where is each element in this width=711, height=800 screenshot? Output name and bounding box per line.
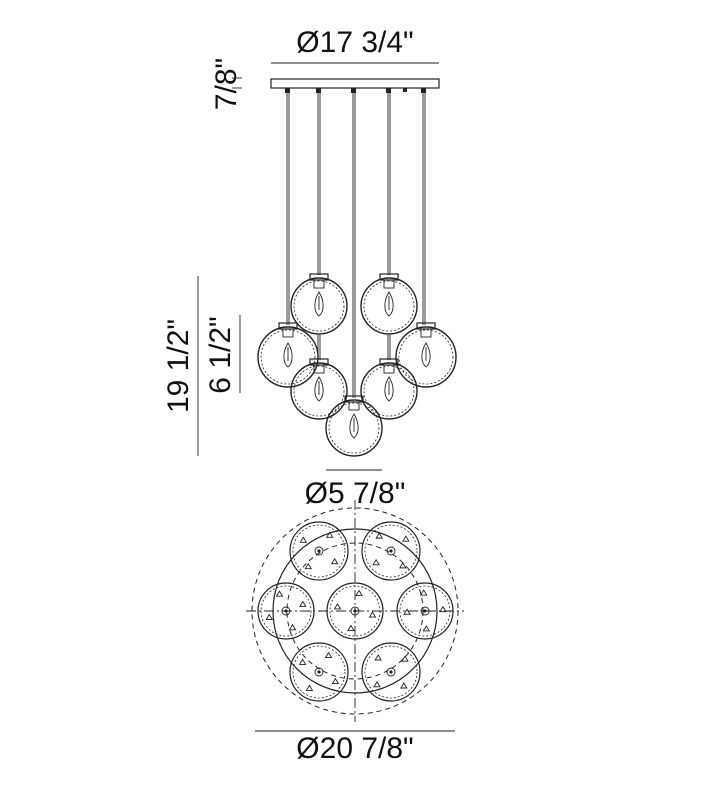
globe-plan-4 bbox=[396, 582, 454, 640]
globe-elevation-1 bbox=[290, 273, 348, 335]
globe-elevation-6 bbox=[360, 358, 418, 420]
globe-plan-5 bbox=[326, 582, 384, 640]
pendant-cords bbox=[286, 92, 426, 398]
plan-view bbox=[246, 500, 464, 722]
canopy-diameter-label: Ø17 3/4" bbox=[296, 26, 413, 59]
overall-diameter-label: Ø20 7/8" bbox=[296, 732, 413, 765]
canopy-height-label: 7/8" bbox=[210, 58, 243, 110]
plan-globes bbox=[257, 521, 454, 702]
canopy-plate bbox=[270, 78, 440, 93]
globe-height-label: 6 1/2" bbox=[204, 316, 237, 393]
globe-elevation-4 bbox=[395, 322, 457, 388]
globe-plan-7 bbox=[361, 642, 421, 702]
globe-elevation-3 bbox=[257, 322, 319, 388]
globe-plan-1 bbox=[289, 521, 349, 581]
globe-group bbox=[257, 273, 457, 457]
globe-plan-6 bbox=[289, 642, 349, 702]
globe-elevation-2 bbox=[360, 273, 418, 335]
globe-elevation-5 bbox=[290, 358, 348, 420]
globe-plan-2 bbox=[361, 521, 421, 581]
globe-elevation-7 bbox=[325, 395, 383, 457]
overall-height-label: 19 1/2" bbox=[162, 319, 195, 413]
globe-plan-3 bbox=[257, 582, 315, 640]
